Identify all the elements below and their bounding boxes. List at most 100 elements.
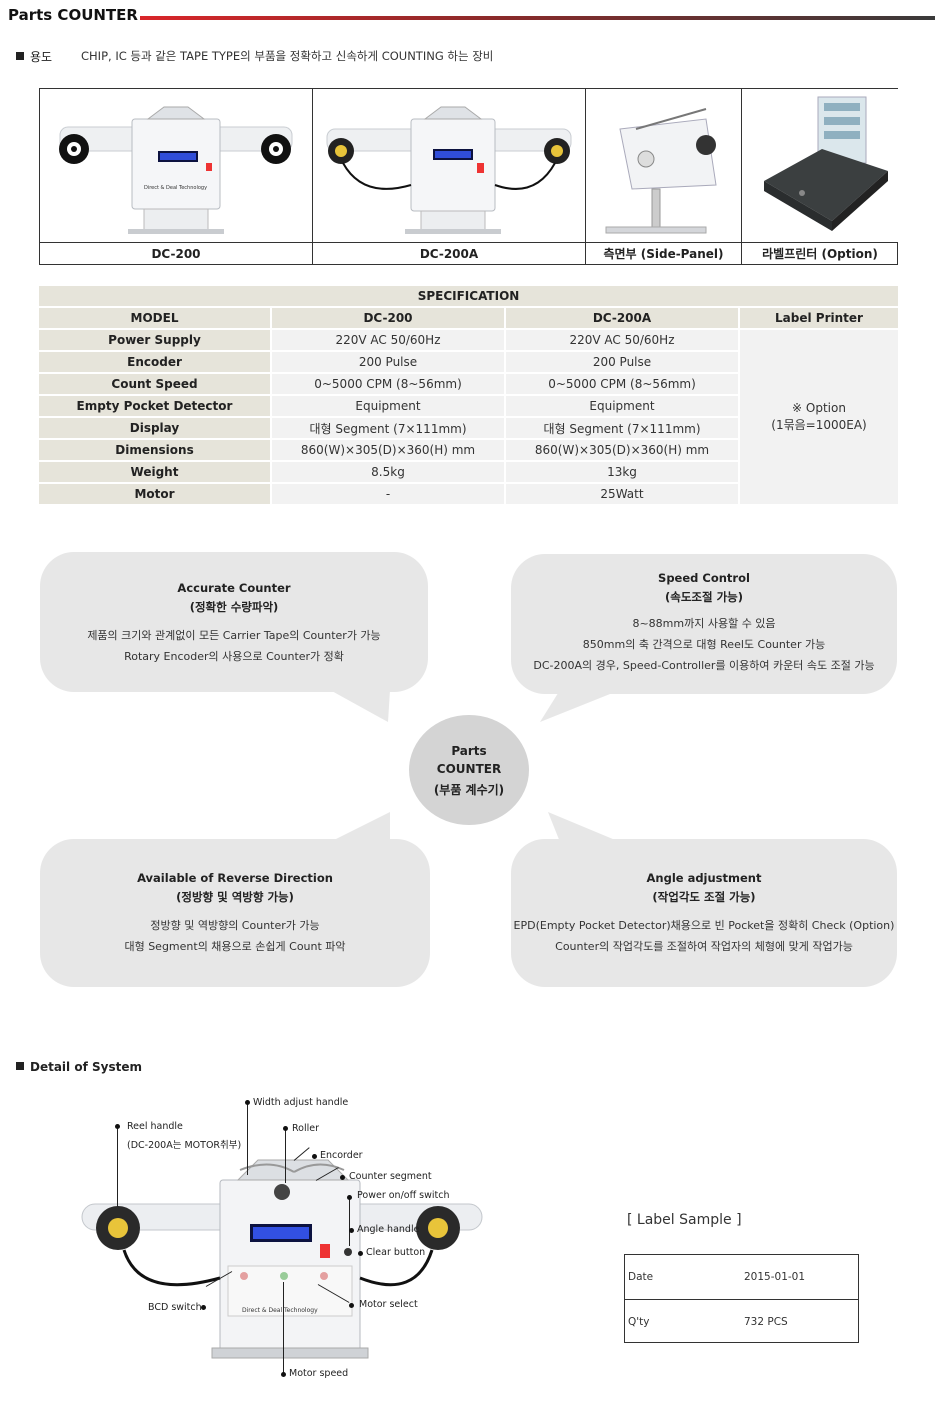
spec-row: Dimensions 860(W)×305(D)×360(H) mm 860(W… xyxy=(39,440,898,462)
callout-counter-segment: Counter segment xyxy=(349,1171,432,1182)
feature-line: Counter의 작업각도를 조절하여 작업자의 체형에 맞게 작업가능 xyxy=(555,940,853,953)
feature-subtitle: (속도조절 가능) xyxy=(665,590,743,604)
spec-row: Weight 8.5kg 13kg xyxy=(39,462,898,484)
spec-row: Count Speed 0~5000 CPM (8~56mm) 0~5000 C… xyxy=(39,374,898,396)
spec-header-dc200: DC-200 xyxy=(272,308,506,330)
spec-value: - xyxy=(272,484,506,506)
center-line: Parts xyxy=(451,743,487,758)
spec-row: Encoder 200 Pulse 200 Pulse xyxy=(39,352,898,374)
feature-title: Speed Control xyxy=(658,571,750,585)
page-title: Parts COUNTER xyxy=(8,6,138,24)
spec-label: Encoder xyxy=(39,352,272,374)
spec-value: 860(W)×305(D)×360(H) mm xyxy=(506,440,740,462)
spec-header-label-printer: Label Printer xyxy=(740,308,898,330)
feature-title: Angle adjustment xyxy=(646,871,762,885)
spec-label: Dimensions xyxy=(39,440,272,462)
product-cell-side-panel: 측면부 (Side-Panel) xyxy=(586,89,742,264)
feature-accurate-counter: Accurate Counter (정확한 수량파악) 제품의 크기와 관계없이… xyxy=(40,552,428,692)
callout-reel-handle-note: (DC-200A는 MOTOR취부) xyxy=(127,1140,242,1151)
system-device-illustration: Direct & Deal Technology xyxy=(81,1159,483,1359)
detail-heading: Detail of System xyxy=(16,1060,142,1074)
label-sample-table: Date 2015-01-01 Q'ty 732 PCS xyxy=(624,1254,859,1343)
label-sample-title: [ Label Sample ] xyxy=(627,1212,742,1228)
label-printer-bundle: (1묶음=1000EA) xyxy=(771,418,867,432)
feature-line: EPD(Empty Pocket Detector)채용으로 빈 Pocket을… xyxy=(513,919,895,932)
feature-subtitle: (작업각도 조절 가능) xyxy=(652,890,756,904)
feature-subtitle: (정방향 및 역방향 가능) xyxy=(176,890,294,904)
spec-row: Power Supply 220V AC 50/60Hz 220V AC 50/… xyxy=(39,330,898,506)
square-bullet-icon xyxy=(16,1062,24,1070)
callout-clear-button: Clear button xyxy=(366,1247,426,1258)
spec-label: Display xyxy=(39,418,272,440)
spec-value: 0~5000 CPM (8~56mm) xyxy=(506,374,740,396)
spec-label: Power Supply xyxy=(39,330,272,352)
spec-label-printer-cell: ※ Option (1묶음=1000EA) xyxy=(740,330,898,506)
feature-angle-adjustment: Angle adjustment (작업각도 조절 가능) EPD(Empty … xyxy=(511,839,897,987)
feature-line: 대형 Segment의 채용으로 손쉽게 Count 파악 xyxy=(124,940,346,953)
spec-header-model: MODEL xyxy=(39,308,272,330)
label-value: 732 PCS xyxy=(744,1315,788,1328)
feature-line: 850mm의 축 간격으로 대형 Reel도 Counter 가능 xyxy=(582,638,826,651)
callout-power-switch: Power on/off switch xyxy=(357,1190,450,1201)
feature-line: 정방향 및 역방향의 Counter가 가능 xyxy=(150,919,320,932)
label-key: Date xyxy=(628,1271,654,1283)
spec-label: Motor xyxy=(39,484,272,506)
label-row: Q'ty 732 PCS xyxy=(625,1299,858,1343)
side-panel-image xyxy=(586,89,741,243)
callout-roller: Roller xyxy=(292,1123,320,1134)
spec-row: Display 대형 Segment (7×111mm) 대형 Segment … xyxy=(39,418,898,440)
spec-row: Empty Pocket Detector Equipment Equipmen… xyxy=(39,396,898,418)
product-table: Direct & Deal Technology DC-200 DC-200A xyxy=(39,88,898,265)
label-printer-image xyxy=(742,89,898,243)
feature-line: 8~88mm까지 사용할 수 있음 xyxy=(632,617,776,630)
callout-angle-handle: Angle handle xyxy=(357,1224,420,1235)
center-parts-counter: Parts COUNTER (부품 계수기) xyxy=(409,715,529,825)
spec-value: 대형 Segment (7×111mm) xyxy=(272,418,506,440)
feature-title: Available of Reverse Direction xyxy=(137,871,333,885)
spec-value: 860(W)×305(D)×360(H) mm xyxy=(272,440,506,462)
bubble-tails xyxy=(330,690,620,842)
product-cell-dc200: Direct & Deal Technology DC-200 xyxy=(40,89,313,264)
label-value: 2015-01-01 xyxy=(744,1271,806,1283)
usage-label: 용도 xyxy=(16,48,52,65)
feature-line: Rotary Encoder의 사용으로 Counter가 정확 xyxy=(124,650,344,663)
spec-row: Motor - 25Watt xyxy=(39,484,898,506)
product-cell-dc200a: DC-200A xyxy=(313,89,586,264)
spec-title: SPECIFICATION xyxy=(39,286,898,308)
dc200-brand: Direct & Deal Technology xyxy=(144,185,207,191)
feature-reverse-direction: Available of Reverse Direction (정방향 및 역방… xyxy=(40,839,430,987)
callout-reel-handle: Reel handle xyxy=(127,1121,183,1132)
product-caption-label-printer: 라벨프린터 (Option) xyxy=(762,247,878,261)
spec-header-dc200a: DC-200A xyxy=(506,308,740,330)
callout-width-adjust-handle: Width adjust handle xyxy=(253,1097,349,1108)
center-line: COUNTER xyxy=(436,761,502,776)
detail-heading-text: Detail of System xyxy=(30,1060,142,1074)
spec-value: 8.5kg xyxy=(272,462,506,484)
spec-value: 13kg xyxy=(506,462,740,484)
feature-line: 제품의 크기와 관계없이 모든 Carrier Tape의 Counter가 가… xyxy=(87,629,381,642)
spec-value: Equipment xyxy=(272,396,506,418)
dc200a-image xyxy=(313,89,585,243)
usage-text: CHIP, IC 등과 같은 TAPE TYPE의 부품을 정확하고 신속하게 … xyxy=(81,49,494,63)
center-line: (부품 계수기) xyxy=(433,782,505,797)
feature-title: Accurate Counter xyxy=(177,581,291,595)
spec-value: 220V AC 50/60Hz xyxy=(272,330,506,352)
dc200-image: Direct & Deal Technology xyxy=(40,89,312,243)
product-cell-label-printer: 라벨프린터 (Option) xyxy=(742,89,898,264)
feature-speed-control: Speed Control (속도조절 가능) 8~88mm까지 사용할 수 있… xyxy=(511,554,897,694)
feature-subtitle: (정확한 수량파악) xyxy=(189,600,279,614)
product-caption-side-panel: 측면부 (Side-Panel) xyxy=(603,247,724,261)
spec-value: 200 Pulse xyxy=(506,352,740,374)
label-printer-option: ※ Option xyxy=(792,401,846,415)
spec-label: Count Speed xyxy=(39,374,272,396)
spec-value: Equipment xyxy=(506,396,740,418)
usage-label-text: 용도 xyxy=(30,50,53,64)
product-caption-dc200: DC-200 xyxy=(151,246,201,261)
spec-value: 200 Pulse xyxy=(272,352,506,374)
label-key: Q'ty xyxy=(628,1315,650,1328)
spec-value: 대형 Segment (7×111mm) xyxy=(506,418,740,440)
product-caption-dc200a: DC-200A xyxy=(419,246,479,261)
callout-bcd-switch: BCD switch xyxy=(148,1302,202,1313)
callout-motor-select: Motor select xyxy=(359,1299,418,1310)
spec-label: Empty Pocket Detector xyxy=(39,396,272,418)
